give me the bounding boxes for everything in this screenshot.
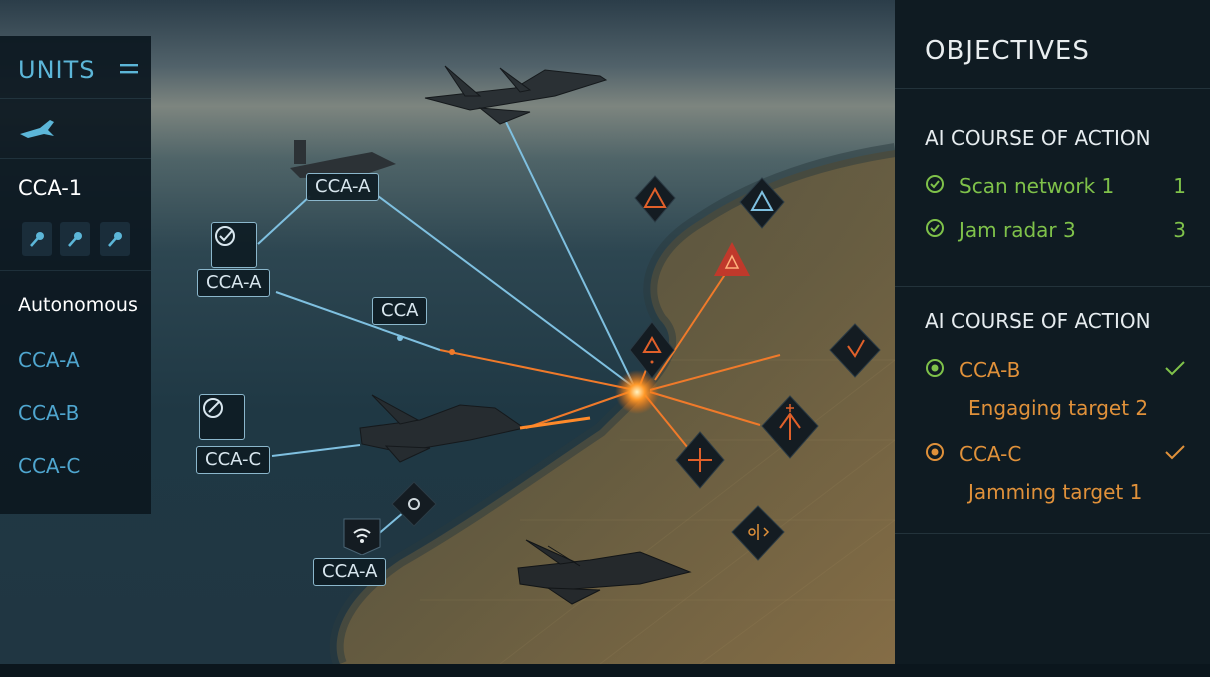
unit-action-row[interactable]: CCA-B bbox=[925, 357, 1186, 383]
checkmark-icon[interactable] bbox=[211, 222, 257, 268]
objective-label: Jam radar 3 bbox=[959, 218, 1076, 242]
aircraft-bottom bbox=[517, 539, 692, 605]
unit-name: CCA-1 bbox=[18, 176, 83, 200]
unit-action-name: CCA-B bbox=[959, 358, 1021, 382]
target-marker-sensor bbox=[731, 505, 785, 561]
weapon-icon[interactable] bbox=[60, 222, 90, 256]
unit-action-status: Jamming target 1 bbox=[968, 480, 1143, 504]
target-marker-orange-2 bbox=[629, 321, 675, 379]
units-panel: UNITS CCA-1 Autonomous CCA-A CCA-B CCA-C bbox=[0, 36, 151, 514]
check-circle-icon bbox=[925, 218, 945, 242]
map-graphics bbox=[257, 65, 895, 664]
check-circle-icon bbox=[925, 174, 945, 198]
objective-count: 1 bbox=[1173, 174, 1186, 198]
wifi-icon[interactable] bbox=[342, 517, 382, 555]
radio-dot-icon bbox=[925, 442, 945, 466]
unit-link-cca-b[interactable]: CCA-B bbox=[18, 401, 80, 425]
section-heading: AI COURSE OF ACTION bbox=[925, 126, 1151, 150]
checkmark-icon bbox=[1164, 359, 1186, 381]
map-tag-cca-a-left[interactable]: CCA-A bbox=[197, 269, 271, 297]
map-tag-cca-c[interactable]: CCA-C bbox=[196, 446, 271, 474]
target-marker-cross bbox=[675, 431, 725, 489]
weapon-icon[interactable] bbox=[199, 394, 245, 440]
unit-action-name: CCA-C bbox=[959, 442, 1022, 466]
impact-flash bbox=[615, 370, 659, 414]
target-marker-arrow bbox=[761, 395, 819, 459]
datalink-lines bbox=[257, 121, 636, 537]
target-marker-check bbox=[829, 323, 881, 378]
radio-dot-icon bbox=[925, 358, 945, 382]
objective-row[interactable]: Scan network 1 1 bbox=[925, 173, 1186, 199]
objective-row[interactable]: Jam radar 3 3 bbox=[925, 217, 1186, 243]
aircraft-upper bbox=[290, 140, 396, 178]
objective-count: 3 bbox=[1173, 218, 1186, 242]
bottom-bar bbox=[0, 664, 1210, 677]
weapon-icon[interactable] bbox=[22, 222, 52, 256]
target-marker-blue bbox=[739, 177, 785, 229]
waypoint-marker bbox=[391, 481, 437, 527]
target-marker-red bbox=[714, 242, 750, 276]
autonomy-mode: Autonomous bbox=[18, 294, 138, 316]
checkmark-icon bbox=[1164, 443, 1186, 465]
map-tag-cca[interactable]: CCA bbox=[372, 297, 428, 325]
section-heading: AI COURSE OF ACTION bbox=[925, 309, 1151, 333]
objectives-panel: OBJECTIVES AI COURSE OF ACTION Scan netw… bbox=[895, 0, 1210, 664]
map-grid bbox=[420, 359, 895, 664]
unit-action-status: Engaging target 2 bbox=[968, 396, 1149, 420]
hamburger-menu-icon[interactable] bbox=[120, 54, 138, 82]
afterburner-trail bbox=[519, 416, 591, 430]
aircraft-mid bbox=[359, 394, 526, 463]
unit-action-row[interactable]: CCA-C bbox=[925, 441, 1186, 467]
unit-link-cca-c[interactable]: CCA-C bbox=[18, 454, 81, 478]
map-tag-cca-a-top[interactable]: CCA-A bbox=[306, 173, 380, 201]
aircraft-icon[interactable] bbox=[18, 118, 56, 144]
target-marker-orange-1 bbox=[634, 175, 676, 223]
aircraft-top bbox=[424, 65, 608, 125]
units-title: UNITS bbox=[18, 56, 96, 84]
objectives-title: OBJECTIVES bbox=[925, 36, 1090, 66]
unit-link-cca-a[interactable]: CCA-A bbox=[18, 348, 80, 372]
objective-label: Scan network 1 bbox=[959, 174, 1115, 198]
weapon-icon[interactable] bbox=[100, 222, 130, 256]
map-tag-cca-a-bottom[interactable]: CCA-A bbox=[313, 558, 387, 586]
